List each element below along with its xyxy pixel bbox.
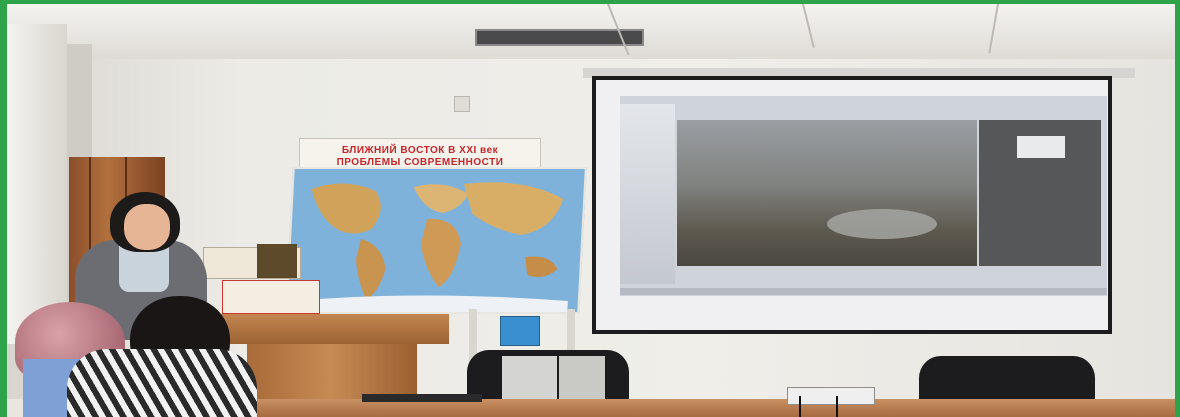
projected-taskbar: [620, 288, 1107, 295]
laptop-base: [362, 394, 482, 402]
chair-back: [919, 356, 1095, 404]
book-on-shelf: [500, 316, 540, 346]
map-banner-line2: ПРОБЛЕМЫ СОВРЕМЕННОСТИ: [336, 157, 504, 168]
ceiling-vent: [475, 29, 644, 46]
presenter-face: [124, 204, 170, 250]
power-strip: [787, 387, 875, 405]
projected-image: [677, 120, 977, 266]
world-map-continents: [311, 182, 568, 312]
cabinet-line: [89, 157, 91, 307]
wall-socket: [454, 96, 470, 112]
wall-pillar: [7, 24, 67, 344]
poster-board: [222, 280, 320, 314]
cable: [836, 396, 838, 417]
map-stand: [469, 309, 477, 379]
speaker-box: [502, 356, 557, 400]
screen-top-bar: [583, 68, 1135, 78]
projected-sidebar: [620, 104, 675, 284]
audience-striped-top: [67, 349, 257, 417]
cable: [799, 396, 801, 417]
classroom-photo: БЛИЖНИЙ ВОСТОК В XXI век ПРОБЛЕМЫ СОВРЕМ…: [7, 4, 1175, 417]
map-banner-line1: БЛИЖНИЙ ВОСТОК В XXI век: [341, 145, 499, 156]
map-stand: [567, 309, 575, 379]
world-map: [285, 167, 587, 314]
table-top: [257, 399, 1175, 417]
speaker-box: [559, 356, 605, 400]
projected-thumbnail: [1017, 136, 1065, 158]
poster-board: [257, 244, 297, 278]
podium-top: [219, 314, 449, 344]
projected-image-highlight: [827, 209, 937, 239]
